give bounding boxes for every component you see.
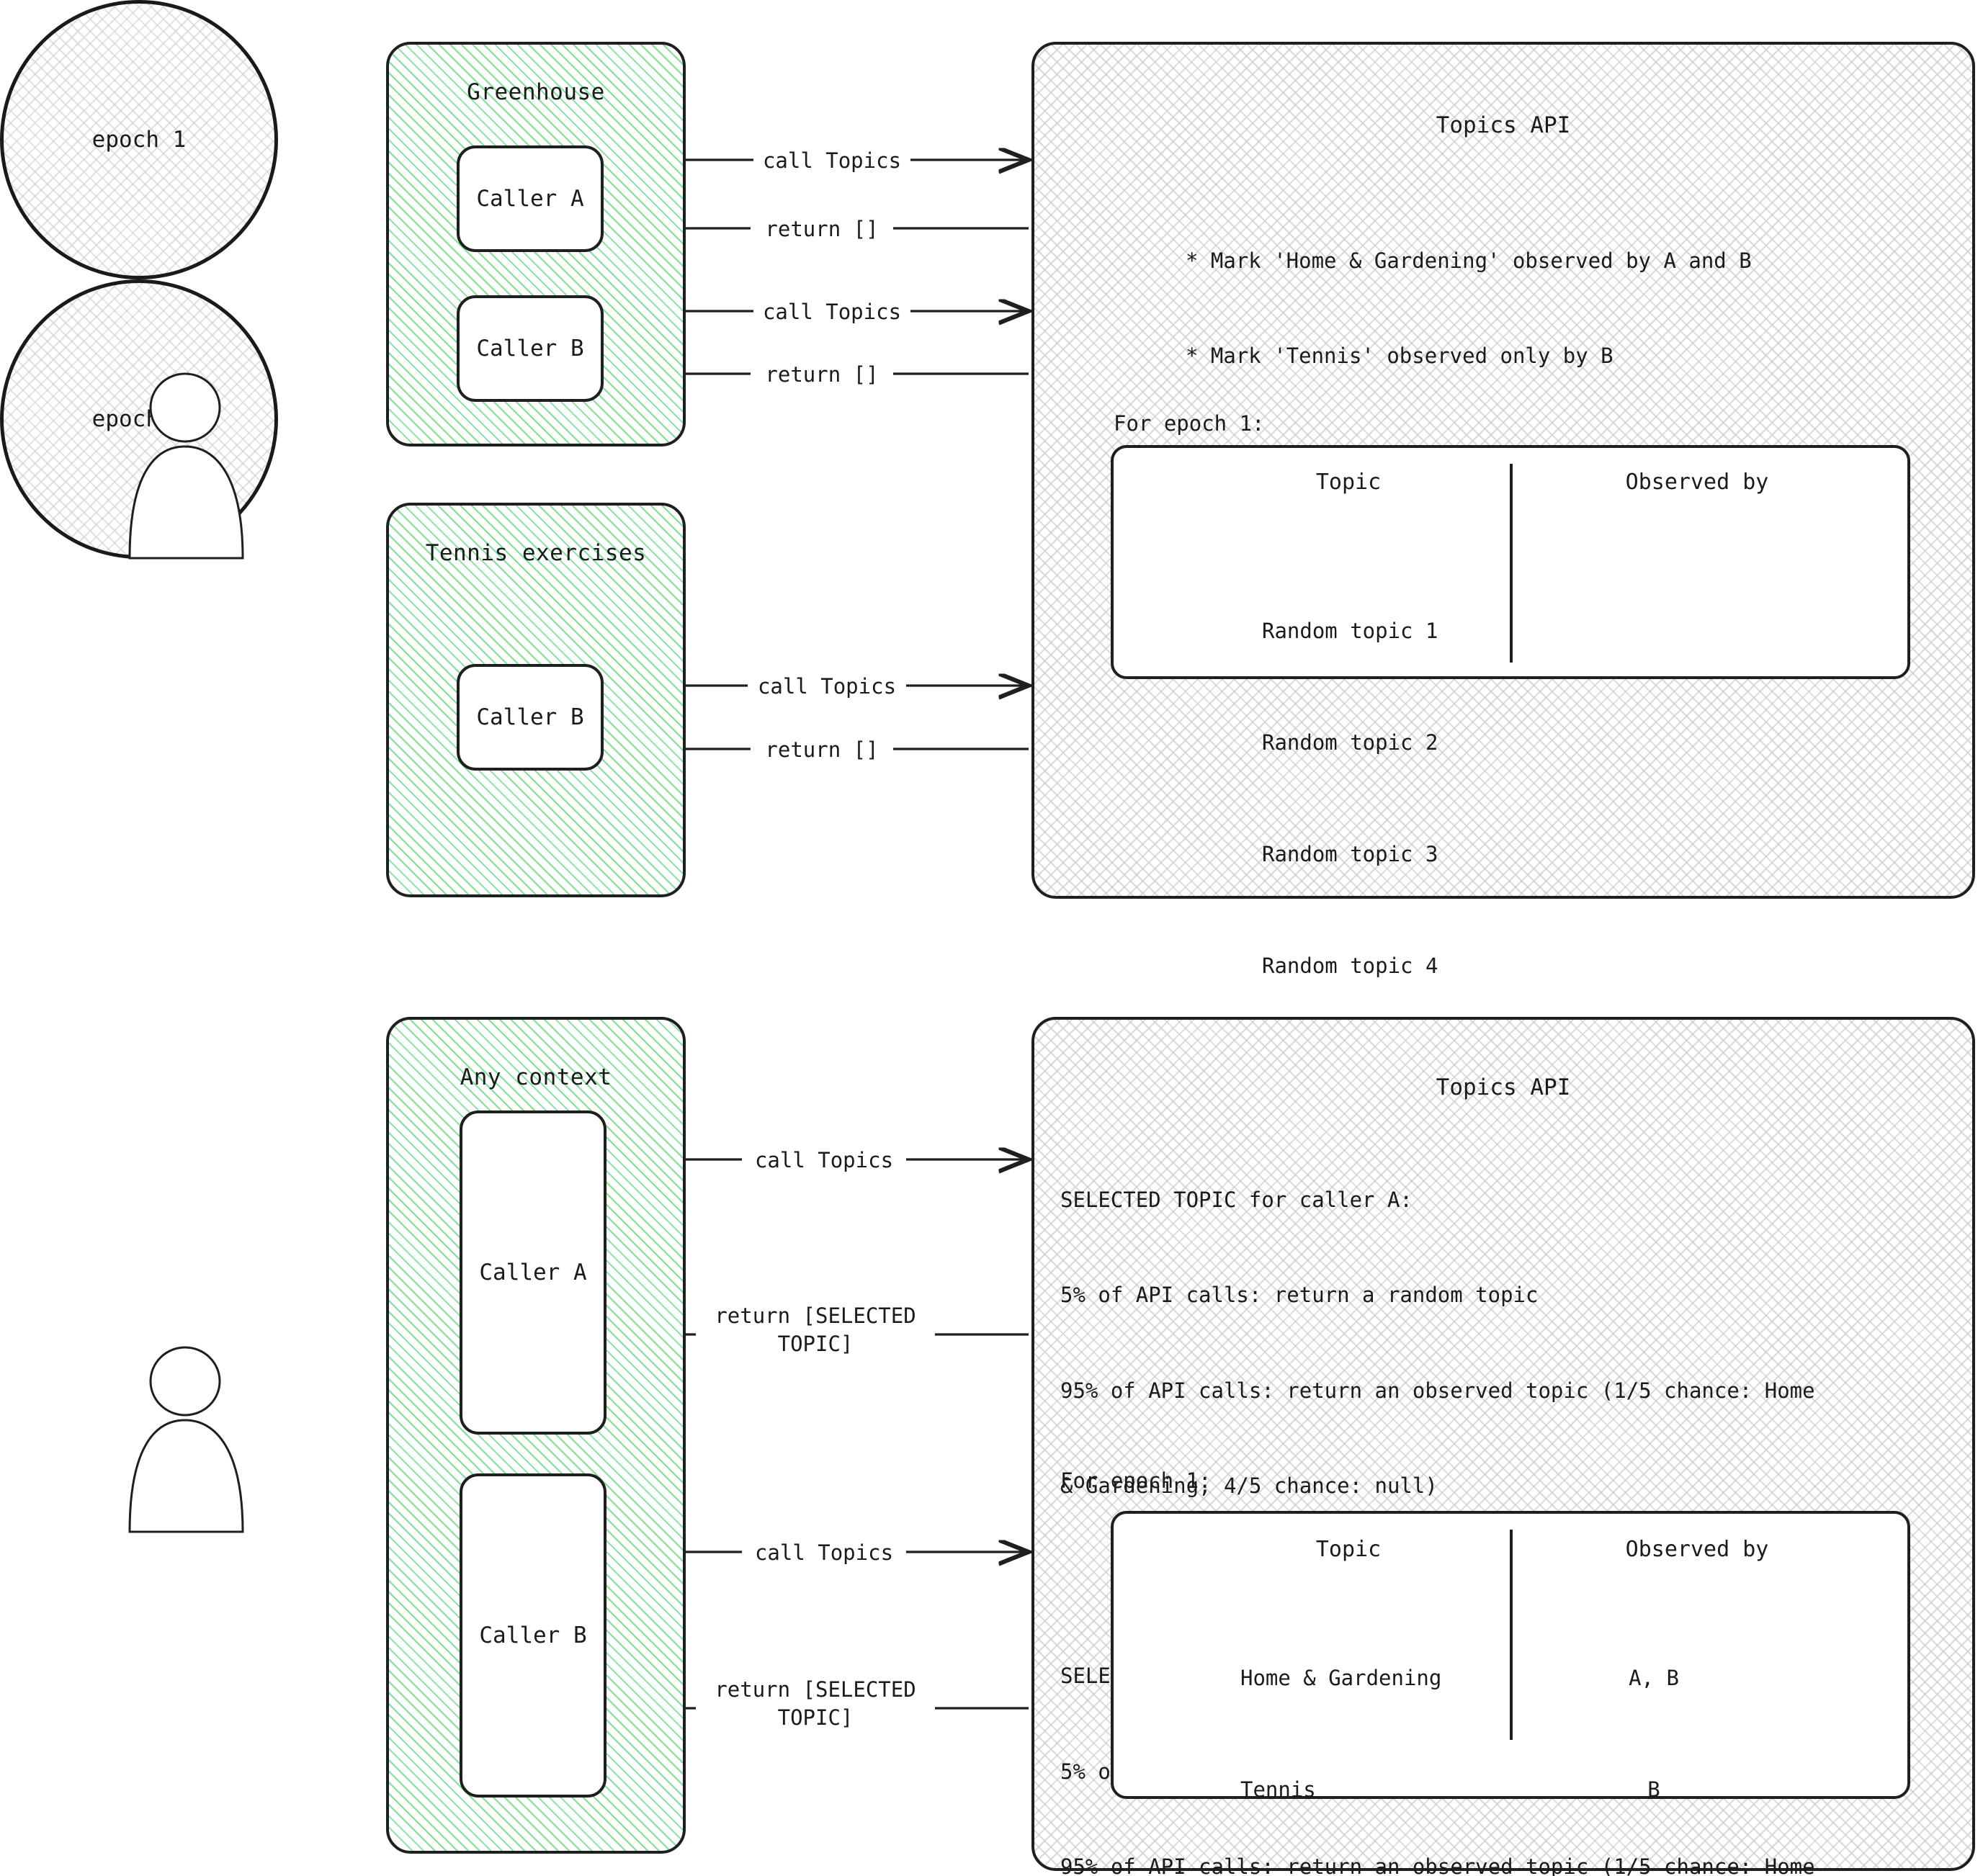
- edge-label-call-topics-e2-b: call Topics: [754, 1540, 894, 1565]
- caller-a-any-context[interactable]: Caller A: [460, 1110, 606, 1435]
- caller-b-any-context[interactable]: Caller B: [460, 1473, 606, 1798]
- table-observed-cells-epoch2: A, B B: [1546, 1586, 1762, 1876]
- table-column-header-topic-epoch1: Topic: [1315, 470, 1382, 495]
- topics-table-card-epoch2: Topic Observed by Home & Gardening Tenni…: [1111, 1511, 1910, 1802]
- caller-b-tennis-label: Caller B: [476, 704, 584, 730]
- edge-label-call-topics-tennis-b: call Topics: [757, 674, 897, 699]
- topics-api-title-epoch2: Topics API: [1436, 1074, 1571, 1100]
- bullet-item: * Mark 'Tennis' observed only by B: [1186, 344, 1613, 369]
- topics-api-panel-epoch1: Topics API * Mark 'Home & Gardening' obs…: [1031, 42, 1975, 1090]
- caller-b-any-context-label: Caller B: [479, 1623, 587, 1648]
- edge-label-return-gh-b: return []: [765, 362, 879, 387]
- caller-b-greenhouse-label: Caller B: [476, 336, 584, 362]
- table-row: [1546, 724, 1848, 762]
- epoch-2-bubble: epoch 2: [0, 279, 278, 559]
- bullet-item: * Mark 'Home & Gardening' observed by A …: [1186, 248, 1752, 274]
- table-row: [1546, 948, 1848, 985]
- table-column-header-observed-epoch2: Observed by: [1625, 1537, 1769, 1562]
- topics-api-table-caption-epoch2: For epoch 1:: [1060, 1468, 1212, 1493]
- caller-a-greenhouse-label: Caller A: [476, 186, 584, 212]
- rule-line: SELECTED TOPIC for caller A:: [1060, 1188, 1413, 1213]
- edge-label-call-topics-gh-a: call Topics: [762, 148, 902, 173]
- edge-label-return-gh-a: return []: [765, 217, 879, 241]
- epoch-1-label: epoch 1: [91, 127, 187, 153]
- caller-b-greenhouse[interactable]: Caller B: [457, 295, 604, 402]
- table-column-divider-epoch2: [1510, 1530, 1513, 1740]
- topics-table-card-epoch1: Topic Observed by Random topic 1 Random …: [1111, 445, 1910, 1090]
- edge-label-return-e2-a: return [SELECTED TOPIC]: [715, 1303, 916, 1357]
- rule-line: 5% of API calls: return a random topic: [1060, 1283, 1539, 1308]
- table-row: [1546, 836, 1848, 874]
- edge-label-return-e2-b: return [SELECTED TOPIC]: [715, 1677, 916, 1731]
- table-column-header-topic-epoch2: Topic: [1315, 1537, 1382, 1562]
- edge-label-call-topics-gh-b: call Topics: [762, 300, 902, 324]
- topics-api-rules-epoch2: SELECTED TOPIC for caller A: 5% of API c…: [1060, 1121, 1959, 1876]
- table-row: Random topic 1: [1262, 619, 1438, 644]
- table-row: Random topic 3: [1262, 841, 1438, 866]
- table-row: Tennis: [1240, 1777, 1316, 1803]
- table-row: Random topic 2: [1262, 730, 1438, 755]
- topics-api-bullets-epoch1: * Mark 'Home & Gardening' observed by A …: [1186, 181, 1752, 436]
- table-row: B: [1647, 1777, 1660, 1803]
- user-person-icon-epoch2: [128, 1346, 244, 1533]
- caller-a-greenhouse[interactable]: Caller A: [457, 145, 604, 252]
- rule-line: 95% of API calls: return an observed top…: [1060, 1378, 1815, 1403]
- table-column-divider-epoch1: [1510, 464, 1513, 663]
- table-topic-cells-epoch2: Home & Gardening Tennis Random topic 1 R…: [1240, 1586, 1441, 1876]
- topics-api-panel-epoch2: Topics API SELECTED TOPIC for caller A: …: [1031, 1017, 1975, 1876]
- table-row: A, B: [1629, 1666, 1679, 1691]
- topics-api-title-epoch1: Topics API: [1436, 112, 1571, 138]
- table-column-header-observed-epoch1: Observed by: [1625, 470, 1769, 495]
- table-row: Random topic 4: [1262, 953, 1438, 978]
- edge-label-return-tennis-b: return []: [765, 737, 879, 762]
- caller-a-any-context-label: Caller A: [479, 1260, 587, 1285]
- epoch-2-label: epoch 2: [91, 406, 187, 432]
- context-tennis-exercises-label: Tennis exercises: [425, 540, 647, 566]
- context-any-context-label: Any context: [460, 1064, 612, 1090]
- rule-line: 95% of API calls: return an observed top…: [1060, 1854, 1815, 1876]
- table-row: Home & Gardening: [1240, 1666, 1442, 1691]
- table-row: [1546, 613, 1848, 650]
- context-greenhouse-label: Greenhouse: [467, 79, 605, 105]
- epoch-1-bubble: epoch 1: [0, 0, 278, 279]
- edge-label-call-topics-e2-a: call Topics: [754, 1148, 894, 1172]
- topics-api-table-caption-epoch1: For epoch 1:: [1114, 411, 1265, 436]
- caller-b-tennis[interactable]: Caller B: [457, 664, 604, 771]
- rule-line: & Gardening, 4/5 chance: null): [1060, 1473, 1438, 1498]
